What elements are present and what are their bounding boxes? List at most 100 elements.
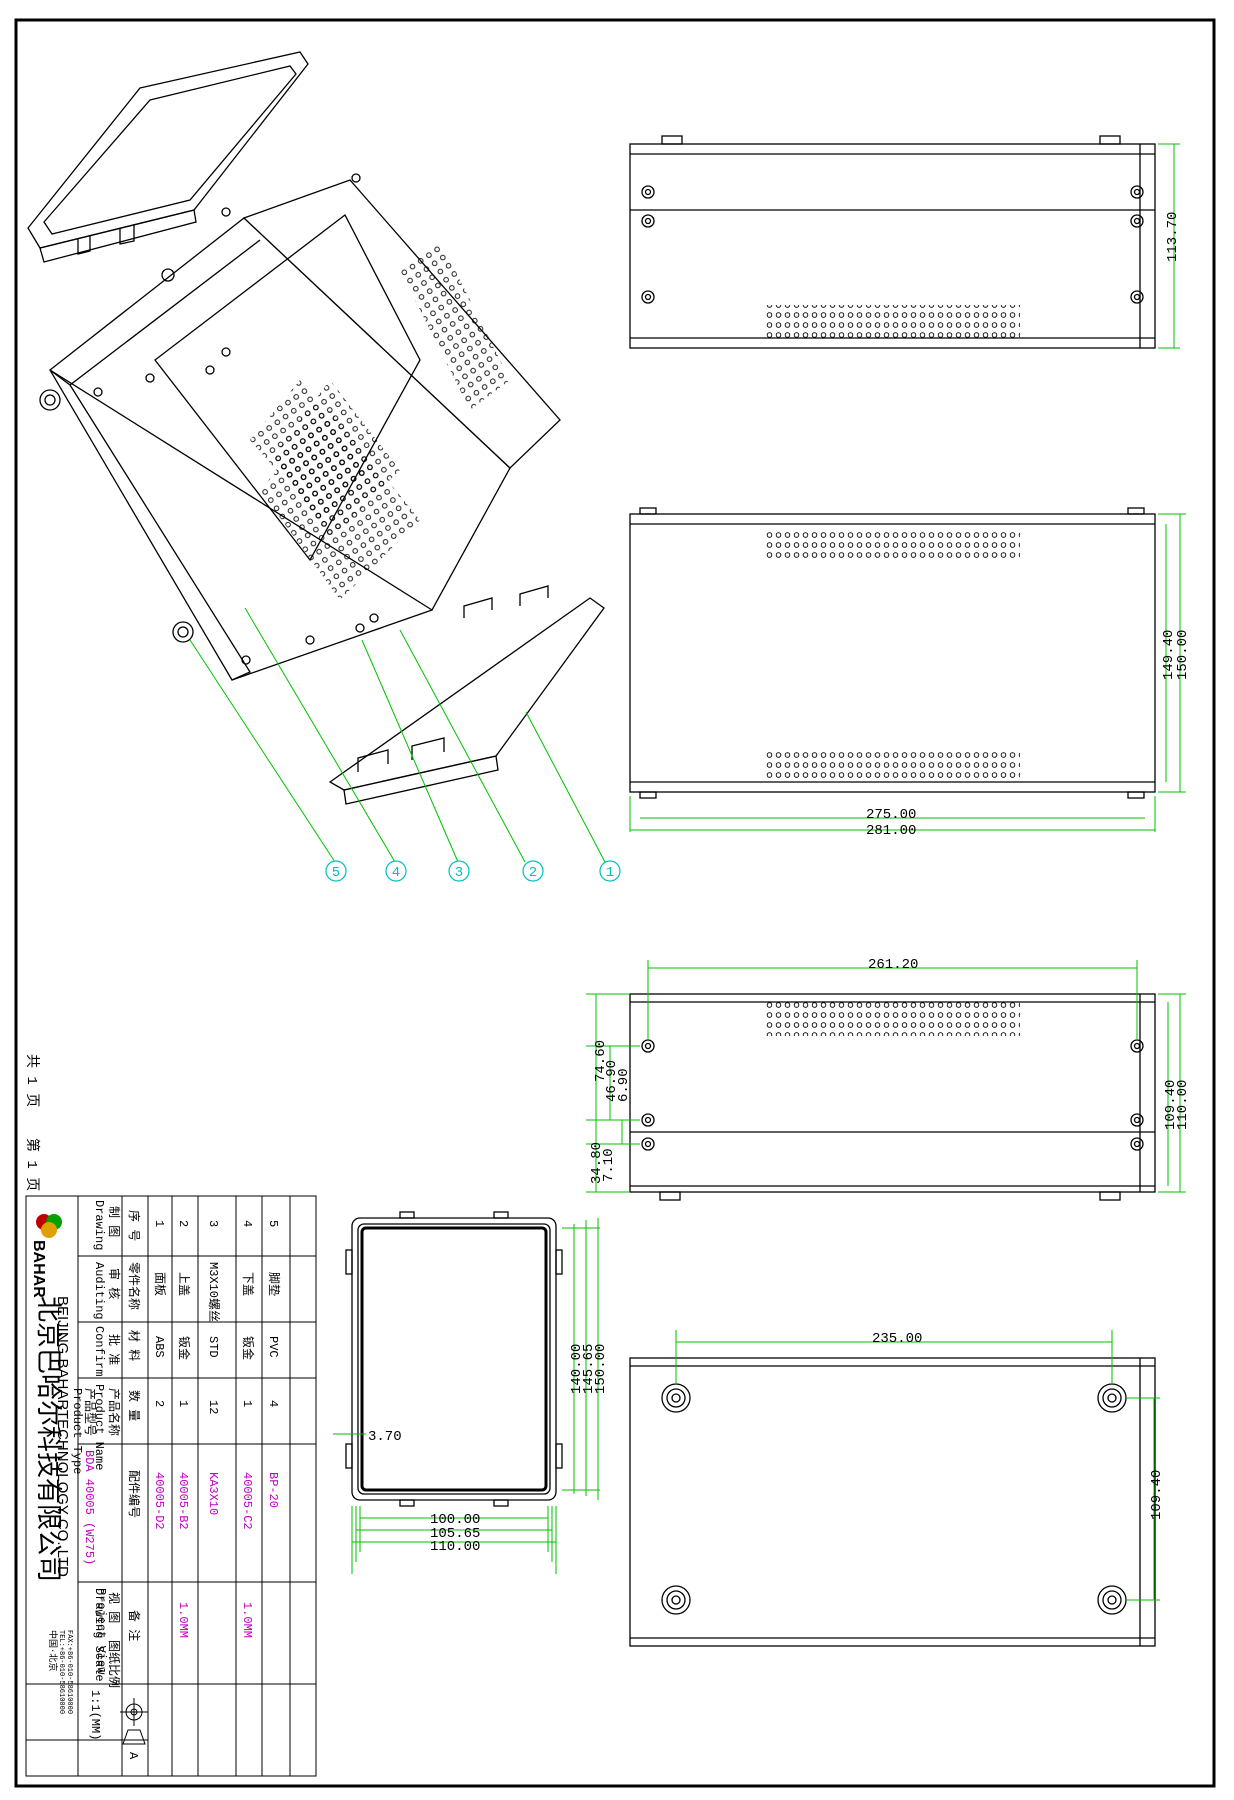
view-panel <box>345 1211 563 1507</box>
dim-label: 281.00 <box>866 823 916 839</box>
svg-text:4: 4 <box>392 865 400 881</box>
svg-text:图纸比例: 图纸比例 <box>106 1640 121 1688</box>
tb-row-4: 4 下盖 钣金 1 40005-C2 1.0MM <box>240 1220 256 1638</box>
front-panel-top <box>27 51 309 263</box>
svg-text:产品名称: 产品名称 <box>106 1388 122 1436</box>
revision: A <box>126 1752 140 1760</box>
projection-symbol-icon <box>120 1698 148 1745</box>
svg-text:5: 5 <box>266 1220 280 1227</box>
dim-label: 145.65 <box>581 1344 597 1394</box>
svg-text:下盖: 下盖 <box>240 1272 255 1296</box>
svg-text:Drawing Scale: Drawing Scale <box>92 1588 106 1682</box>
company-logo-text: BAHAR <box>30 1240 47 1298</box>
foot <box>1097 1383 1127 1413</box>
svg-text:钣金: 钣金 <box>176 1336 192 1360</box>
view-top <box>629 135 1156 349</box>
svg-text:1: 1 <box>176 1400 190 1407</box>
svg-text:Product Type: Product Type <box>70 1388 84 1474</box>
svg-text:STD: STD <box>206 1336 220 1358</box>
company-contact: 中国·北京 <box>47 1630 59 1671</box>
sheet-border <box>14 18 1216 1788</box>
dim-panel <box>333 1218 600 1574</box>
dim-label: 3.70 <box>368 1429 402 1445</box>
dim-label: 105.65 <box>430 1526 480 1542</box>
svg-text:3: 3 <box>455 865 463 881</box>
svg-text:M3X10螺丝: M3X10螺丝 <box>206 1262 221 1322</box>
svg-text:1: 1 <box>240 1400 254 1407</box>
svg-text:1: 1 <box>152 1220 166 1227</box>
svg-text:1: 1 <box>606 865 614 881</box>
svg-text:序 号: 序 号 <box>126 1210 142 1241</box>
svg-text:材 料: 材 料 <box>126 1330 141 1361</box>
screw <box>641 1137 655 1151</box>
leaders <box>189 607 606 863</box>
dim-label: 6.90 <box>616 1068 632 1102</box>
svg-text:2: 2 <box>176 1220 190 1227</box>
svg-text:KA3X10: KA3X10 <box>206 1472 220 1515</box>
balloon-3: 3 <box>448 860 470 882</box>
foot <box>661 1383 691 1413</box>
dim-label: 275.00 <box>866 807 916 823</box>
company-name-cn: 北京巴哈尔科技有限公司 <box>33 1296 63 1582</box>
product-type-value: BDA 40005 (W275) <box>82 1450 96 1565</box>
tb-header-row: 序 号 零件名称 材 料 数 量 配件编号 备 注 <box>126 1210 142 1641</box>
dim-label: 150.00 <box>1175 630 1191 680</box>
dim-bottom <box>675 1330 1160 1601</box>
dim-label: 109.40 <box>1149 1470 1165 1520</box>
screw <box>641 185 655 199</box>
screw <box>1130 1113 1144 1127</box>
svg-text:面板: 面板 <box>152 1272 167 1296</box>
svg-text:12: 12 <box>206 1400 220 1414</box>
svg-text:5: 5 <box>332 865 340 881</box>
screw <box>641 1039 655 1053</box>
svg-text:3: 3 <box>206 1220 220 1227</box>
dim-side <box>586 960 1186 1193</box>
svg-text:ABS: ABS <box>152 1336 166 1358</box>
svg-text:4: 4 <box>240 1220 254 1227</box>
svg-text:数 量: 数 量 <box>126 1390 142 1421</box>
title-block <box>25 1195 317 1777</box>
balloon-4: 4 <box>385 860 407 882</box>
dim-label: 150.00 <box>593 1344 609 1394</box>
tb-row-3: 3 M3X10螺丝 STD 12 KA3X10 <box>206 1220 221 1515</box>
screw <box>641 290 655 304</box>
svg-text:1.0MM: 1.0MM <box>240 1602 254 1638</box>
svg-text:上盖: 上盖 <box>176 1272 191 1296</box>
screw <box>1130 185 1144 199</box>
company-name-en: BEIJING BAHARTECHNOLOGY CO.,LTD <box>54 1296 71 1577</box>
balloon-1: 1 <box>599 860 621 882</box>
page-total: 共 1 页 <box>23 1054 40 1107</box>
view-bottom <box>629 1357 1156 1647</box>
screw <box>1130 290 1144 304</box>
dim-label: 100.00 <box>430 1512 480 1528</box>
svg-text:配件编号: 配件编号 <box>126 1470 142 1518</box>
tb-row-1: 1 面板 ABS 2 40005-D2 <box>152 1220 167 1530</box>
svg-text:审 核: 审 核 <box>106 1268 122 1299</box>
svg-text:批 准: 批 准 <box>106 1334 122 1365</box>
dim-label: 74.60 <box>593 1040 609 1082</box>
svg-text:备 注: 备 注 <box>126 1610 142 1641</box>
svg-text:1.0MM: 1.0MM <box>176 1602 190 1638</box>
dim-label: 235.00 <box>872 1331 922 1347</box>
balloons: 5 4 3 2 1 <box>325 860 621 882</box>
svg-text:Confirm: Confirm <box>92 1326 106 1376</box>
svg-text:视 图: 视 图 <box>106 1592 122 1623</box>
svg-text:40005-C2: 40005-C2 <box>240 1472 254 1530</box>
screw <box>1130 1039 1144 1053</box>
tb-sign-block: 制 图 Drawing 审 核 Auditing 批 准 Confirm 产品名… <box>70 1200 140 1760</box>
svg-text:零件名称: 零件名称 <box>126 1262 142 1310</box>
dim-label: 109.40 <box>1163 1080 1179 1130</box>
svg-text:40005-B2: 40005-B2 <box>176 1472 190 1530</box>
svg-text:Project View: Project View <box>94 1588 108 1675</box>
svg-text:40005-D2: 40005-D2 <box>152 1472 166 1530</box>
tb-row-2: 2 上盖 钣金 1 40005-B2 1.0MM <box>176 1220 192 1638</box>
svg-text:Product Name: Product Name <box>92 1384 106 1470</box>
foot <box>1097 1585 1127 1615</box>
svg-text:制 图: 制 图 <box>106 1206 121 1237</box>
cover-body <box>39 173 561 681</box>
dim-label: 113.70 <box>1165 212 1181 262</box>
svg-text:PVC: PVC <box>266 1336 280 1358</box>
company-logo-icon <box>36 1214 62 1238</box>
dim-label: 110.00 <box>1175 1080 1191 1130</box>
